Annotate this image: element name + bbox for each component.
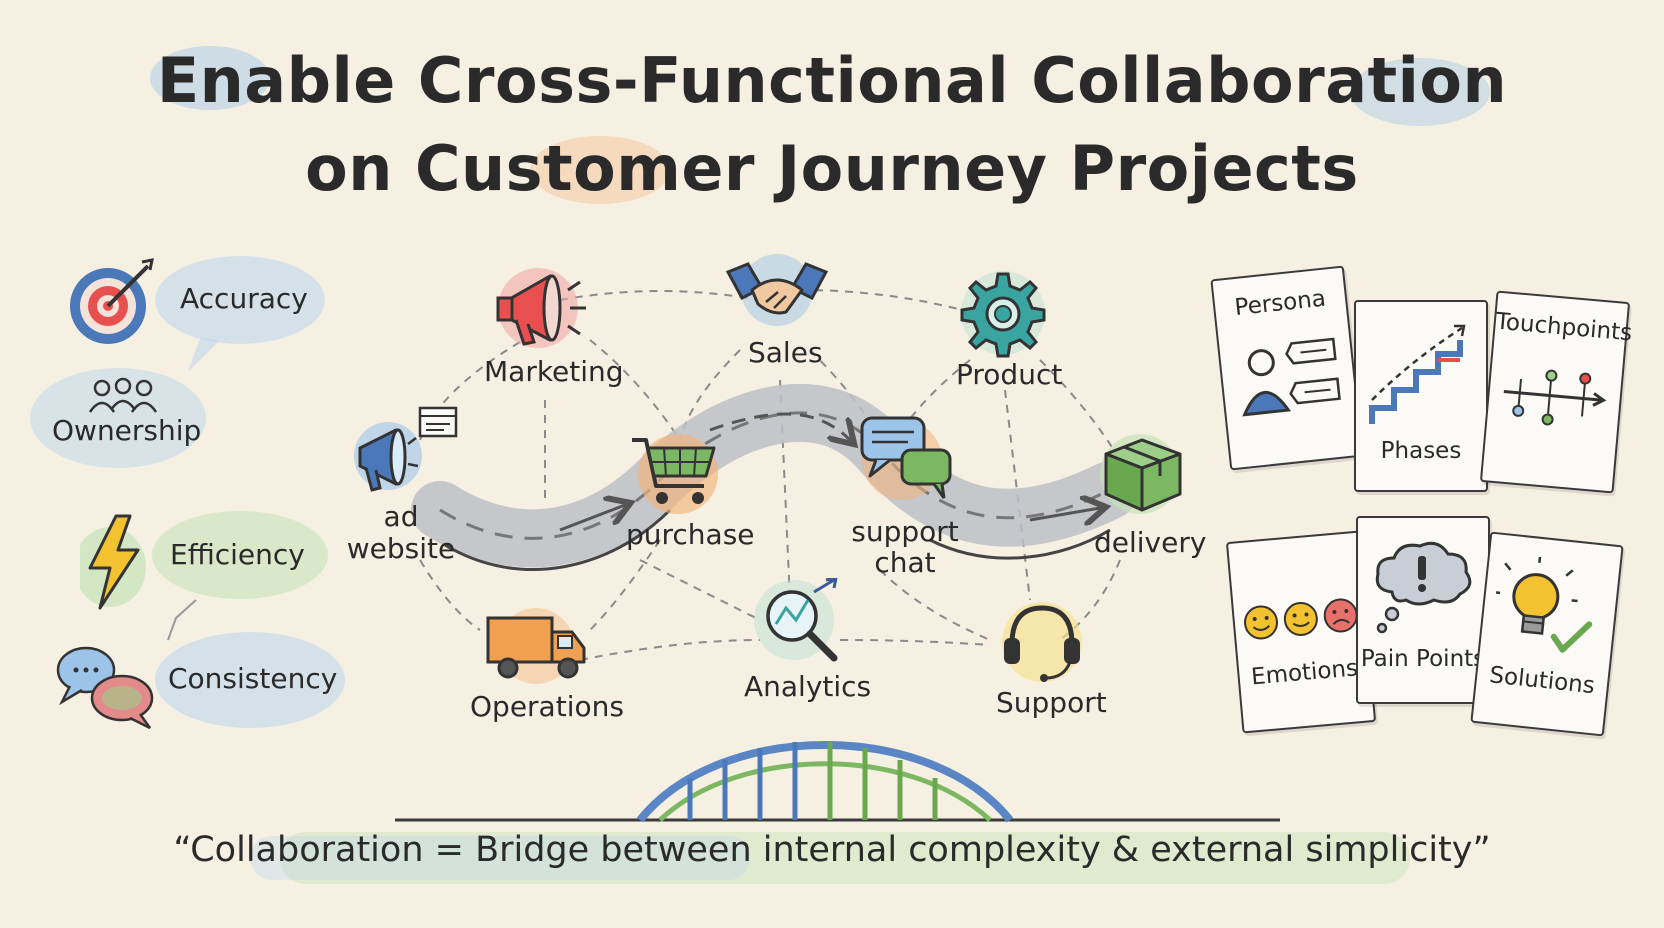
shopping-cart-icon bbox=[632, 434, 718, 514]
card-pain-points-label: Pain Points bbox=[1360, 646, 1486, 672]
team-analytics: Analytics bbox=[744, 670, 872, 703]
page-title-line2: on Customer Journey Projects bbox=[305, 132, 1359, 205]
lightbulb-icon bbox=[1493, 556, 1593, 653]
bridge-drawing bbox=[395, 741, 1280, 823]
team-product: Product bbox=[956, 358, 1063, 391]
journey-ad-line2: website bbox=[346, 532, 456, 565]
handshake-icon bbox=[725, 254, 829, 326]
megaphone-icon bbox=[496, 268, 586, 348]
emotion-faces-icon bbox=[1244, 598, 1358, 640]
package-box-icon bbox=[1100, 434, 1182, 514]
card-solutions: Solutions bbox=[1470, 531, 1624, 737]
value-ownership: Ownership bbox=[52, 414, 202, 447]
closing-quote: “Collaboration = Bridge between internal… bbox=[173, 830, 1491, 870]
title-wash-blue-right bbox=[1350, 58, 1490, 126]
journey-purchase: purchase bbox=[626, 518, 755, 551]
card-emotions: Emotions bbox=[1225, 530, 1377, 734]
title-wash-blue bbox=[150, 46, 270, 110]
headset-icon bbox=[1002, 602, 1082, 682]
card-solutions-label: Solutions bbox=[1488, 662, 1597, 700]
support-chat-icon bbox=[860, 416, 952, 500]
journey-road bbox=[411, 384, 1139, 568]
persona-icon bbox=[1242, 337, 1341, 417]
card-touchpoints-label: Touchpoints bbox=[1494, 308, 1634, 347]
card-phases: Phases bbox=[1354, 300, 1488, 492]
efficiency-bubble bbox=[152, 511, 328, 599]
value-consistency: Consistency bbox=[168, 662, 338, 695]
journey-delivery: delivery bbox=[1094, 526, 1207, 559]
chat-bubbles-icon bbox=[56, 646, 154, 730]
magnifier-chart-icon bbox=[754, 578, 838, 662]
timeline-icon bbox=[1503, 369, 1607, 426]
team-support: Support bbox=[996, 686, 1107, 719]
accuracy-bubble bbox=[155, 256, 325, 344]
card-emotions-label: Emotions bbox=[1250, 655, 1360, 691]
team-operations: Operations bbox=[470, 690, 624, 723]
stairs-chart-icon bbox=[1369, 324, 1466, 424]
card-touchpoints: Touchpoints bbox=[1479, 290, 1634, 494]
page-title-line1: Enable Cross-Functional Collaboration bbox=[156, 44, 1508, 117]
journey-support-line2: chat bbox=[874, 546, 936, 579]
consistency-bubble bbox=[155, 632, 345, 728]
title-wash-orange bbox=[530, 136, 670, 204]
thought-cloud-icon bbox=[1375, 541, 1472, 634]
card-phases-label: Phases bbox=[1380, 438, 1462, 464]
quote-wash bbox=[280, 832, 1410, 884]
lightning-icon bbox=[80, 514, 146, 610]
truck-icon bbox=[486, 608, 586, 684]
journey-support-line1: support bbox=[851, 515, 959, 548]
card-persona-label: Persona bbox=[1233, 285, 1328, 322]
card-pain-points: Pain Points bbox=[1356, 516, 1490, 704]
value-accuracy: Accuracy bbox=[180, 282, 308, 315]
ad-megaphone-icon bbox=[354, 406, 458, 492]
ownership-bubble bbox=[30, 368, 206, 468]
value-efficiency: Efficiency bbox=[170, 538, 305, 571]
team-sales: Sales bbox=[748, 336, 823, 369]
target-icon bbox=[70, 258, 154, 344]
gear-icon bbox=[960, 271, 1046, 358]
people-icon bbox=[88, 377, 158, 413]
team-marketing: Marketing bbox=[484, 355, 624, 388]
card-persona: Persona bbox=[1210, 265, 1364, 471]
journey-ad-line1: ad bbox=[383, 500, 419, 533]
